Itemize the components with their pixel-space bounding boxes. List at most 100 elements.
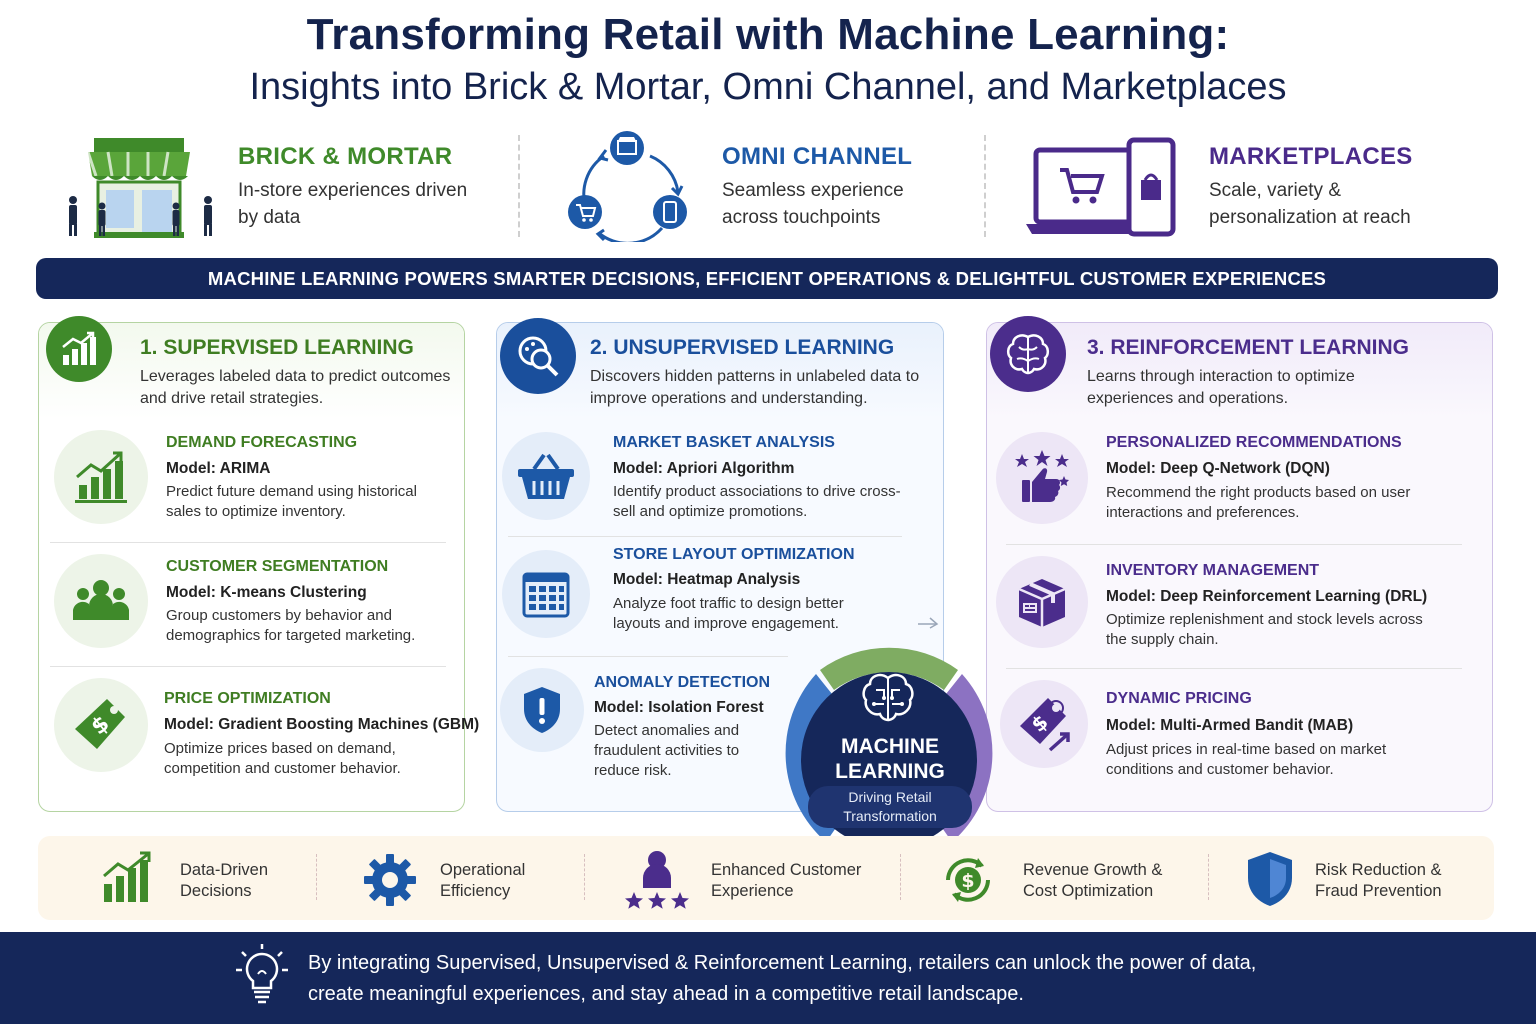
segment-divider — [518, 135, 520, 237]
hub-subtitle-pill — [808, 786, 972, 828]
benefit-line2: Fraud Prevention — [1315, 882, 1442, 900]
item-model-personalized-recommendations: Model: Deep Q-Network (DQN) — [1106, 460, 1330, 477]
panel-title-reinforcement: 3. REINFORCEMENT LEARNING — [1087, 336, 1410, 359]
item-title-customer-segmentation: CUSTOMER SEGMENTATION — [166, 558, 389, 575]
benefit-divider — [1208, 854, 1209, 900]
brain-circuit-icon — [856, 672, 920, 726]
hub-subtitle: Driving Retail Transformation — [808, 788, 972, 826]
item-title-market-basket: MARKET BASKET ANALYSIS — [613, 434, 835, 451]
benefit-line2: Cost Optimization — [1023, 882, 1154, 900]
hub-title-line1: MACHINE — [841, 735, 939, 758]
segment-divider — [984, 135, 986, 237]
item-desc-dynamic-pricing: Adjust prices in real-time based on mark… — [1106, 741, 1387, 778]
price-tag-arrow-icon: $ — [1000, 680, 1088, 768]
item-desc-inventory-management: Optimize replenishment and stock levels … — [1106, 611, 1423, 648]
panel-desc-supervised: Leverages labeled data to predict outcom… — [140, 368, 451, 407]
item-model-price-optimization: Model: Gradient Boosting Machines (GBM) — [164, 716, 480, 733]
benefit-line1: Data-Driven — [180, 861, 269, 879]
bar-chart-up-icon — [100, 850, 156, 906]
segment-desc-marketplaces: Scale, variety & personalization at reac… — [1209, 180, 1411, 228]
omnichannel-cycle-icon — [566, 128, 688, 245]
item-title-inventory-management: INVENTORY MANAGEMENT — [1106, 562, 1320, 579]
item-divider — [50, 666, 446, 667]
item-title-price-optimization: PRICE OPTIMIZATION — [164, 690, 331, 707]
hub-subtitle-line2: Transformation — [843, 808, 937, 824]
item-divider — [50, 542, 446, 543]
item-divider — [1006, 668, 1462, 669]
segment-desc-omni-channel: Seamless experience across touchpoints — [722, 180, 904, 228]
alert-shield-icon — [500, 668, 584, 752]
item-model-customer-segmentation: Model: K-means Clustering — [166, 584, 367, 601]
page-subtitle: Insights into Brick & Mortar, Omni Chann… — [249, 66, 1287, 108]
benefit-line1: Risk Reduction & — [1315, 861, 1442, 879]
item-title-personalized-recommendations: PERSONALIZED RECOMMENDATIONS — [1106, 434, 1402, 451]
item-title-dynamic-pricing: DYNAMIC PRICING — [1106, 690, 1252, 707]
footer-line1: By integrating Supervised, Unsupervised … — [308, 952, 1257, 974]
hub-subtitle-line1: Driving Retail — [848, 789, 932, 805]
item-desc-anomaly-detection: Detect anomalies and fraudulent activiti… — [594, 722, 740, 779]
item-model-anomaly-detection: Model: Isolation Forest — [594, 699, 764, 716]
gear-icon — [362, 852, 418, 908]
segment-title-brick-mortar: BRICK & MORTAR — [238, 143, 453, 170]
item-model-inventory-management: Model: Deep Reinforcement Learning (DRL) — [1106, 588, 1428, 605]
benefit-divider — [316, 854, 317, 900]
benefit-divider — [900, 854, 901, 900]
customer-stars-icon — [624, 848, 690, 912]
item-desc-personalized-recommendations: Recommend the right products based on us… — [1106, 484, 1411, 521]
item-divider — [508, 656, 788, 657]
benefit-customer-experience: Enhanced Customer Experience — [711, 860, 861, 902]
item-title-demand-forecasting: DEMAND FORECASTING — [166, 434, 358, 451]
lightbulb-icon — [232, 942, 292, 1006]
item-model-dynamic-pricing: Model: Multi-Armed Bandit (MAB) — [1106, 717, 1354, 734]
item-title-store-layout: STORE LAYOUT OPTIMIZATION — [613, 546, 855, 563]
footer-message: By integrating Supervised, Unsupervised … — [308, 948, 1428, 1010]
benefit-line1: Revenue Growth & — [1023, 861, 1163, 879]
arrow-icon — [916, 610, 942, 630]
dollar-cycle-icon: $ — [938, 850, 998, 910]
laptop-phone-icon — [1026, 136, 1178, 238]
item-model-market-basket: Model: Apriori Algorithm — [613, 460, 795, 477]
footer-bar — [0, 932, 1536, 1024]
panel-title-unsupervised: 2. UNSUPERVISED LEARNING — [590, 336, 895, 359]
storefront-icon — [58, 130, 220, 240]
svg-text:$: $ — [961, 870, 974, 892]
benefit-data-driven: Data-Driven Decisions — [180, 860, 268, 902]
item-divider — [508, 536, 902, 537]
item-model-demand-forecasting: Model: ARIMA — [166, 460, 271, 477]
footer-line2: create meaningful experiences, and stay … — [308, 983, 1024, 1005]
benefit-operational-efficiency: Operational Efficiency — [440, 860, 525, 902]
item-desc-customer-segmentation: Group customers by behavior and demograp… — [166, 607, 416, 644]
benefit-line2: Experience — [711, 882, 794, 900]
thumbs-up-stars-icon — [996, 432, 1088, 524]
magnifier-icon — [500, 318, 576, 394]
segment-title-marketplaces: MARKETPLACES — [1209, 143, 1413, 170]
benefit-line1: Enhanced Customer — [711, 861, 862, 879]
panel-desc-unsupervised: Discovers hidden patterns in unlabeled d… — [590, 368, 920, 407]
shield-icon — [1244, 850, 1296, 908]
item-desc-store-layout: Analyze foot traffic to design better la… — [613, 595, 844, 632]
people-group-icon — [54, 554, 148, 648]
item-desc-price-optimization: Optimize prices based on demand, competi… — [164, 740, 401, 777]
benefit-divider — [584, 854, 585, 900]
benefit-line2: Decisions — [180, 882, 252, 900]
panel-title-supervised: 1. SUPERVISED LEARNING — [140, 336, 414, 359]
item-model-store-layout: Model: Heatmap Analysis — [613, 571, 801, 588]
item-desc-demand-forecasting: Predict future demand using historical s… — [166, 483, 417, 520]
item-desc-market-basket: Identify product associations to drive c… — [613, 483, 901, 520]
basket-icon — [502, 432, 590, 520]
grid-layout-icon — [502, 550, 590, 638]
key-message-banner: MACHINE LEARNING POWERS SMARTER DECISION… — [36, 258, 1498, 299]
brain-icon — [990, 316, 1066, 392]
benefit-line1: Operational — [440, 861, 526, 879]
hub-title: MACHINE LEARNING — [796, 734, 984, 784]
segment-desc-brick-mortar: In-store experiences driven by data — [238, 180, 468, 228]
item-divider — [1006, 544, 1462, 545]
benefit-risk-reduction: Risk Reduction & Fraud Prevention — [1315, 860, 1442, 902]
page-title: Transforming Retail with Machine Learnin… — [306, 10, 1230, 59]
price-tag-icon: $ — [54, 678, 148, 772]
panel-desc-reinforcement: Learns through interaction to optimize e… — [1087, 368, 1355, 407]
benefit-line2: Efficiency — [440, 882, 511, 900]
item-title-anomaly-detection: ANOMALY DETECTION — [594, 674, 771, 691]
bar-chart-icon — [54, 430, 148, 524]
growth-chart-icon — [46, 316, 112, 382]
